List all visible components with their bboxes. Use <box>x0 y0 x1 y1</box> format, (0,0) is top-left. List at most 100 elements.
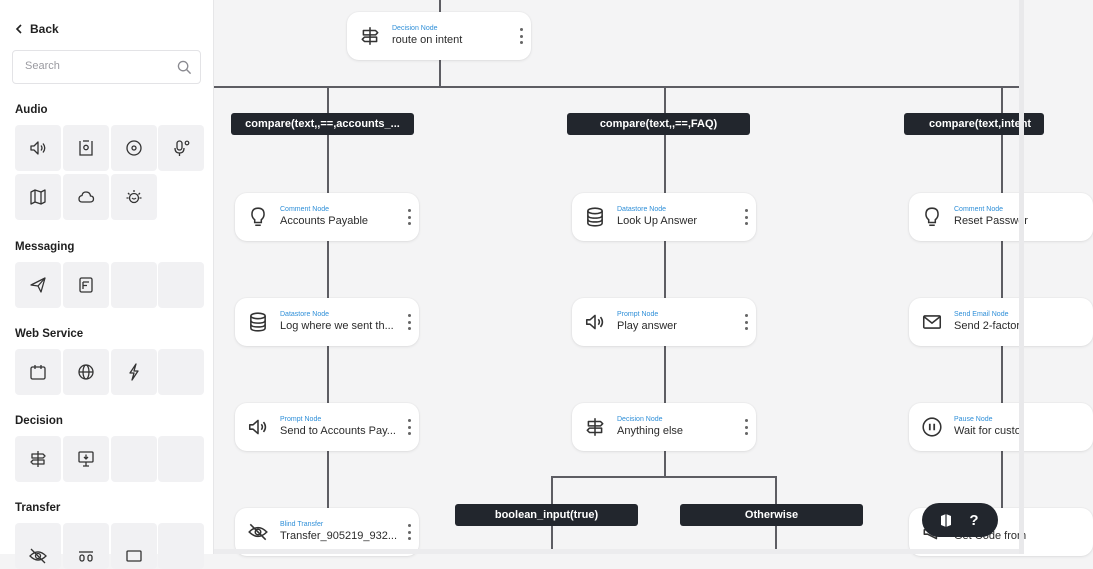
microphone-settings-icon <box>174 140 190 156</box>
edge <box>664 450 666 478</box>
back-button[interactable]: Back <box>14 20 59 38</box>
signpost-icon <box>361 27 379 45</box>
database-icon <box>587 207 603 227</box>
condition-label-accounts[interactable]: compare(text,,==,accounts_... <box>231 113 414 135</box>
flow-canvas[interactable]: compare(text,,==,accounts_... compare(te… <box>214 0 1093 556</box>
node-menu-icon[interactable] <box>405 417 413 437</box>
node-menu-icon[interactable] <box>405 312 413 332</box>
node-menu-icon[interactable] <box>405 522 413 542</box>
edge <box>775 476 777 506</box>
section-title-transfer: Transfer <box>15 502 61 514</box>
edge <box>1001 240 1003 300</box>
web-lightning-tile[interactable] <box>111 349 157 395</box>
condition-label-boolean[interactable]: boolean_input(true) <box>455 504 638 526</box>
transfer-window-tile[interactable] <box>111 523 157 569</box>
audio-record-tile[interactable] <box>63 125 109 171</box>
paper-plane-icon <box>30 277 46 293</box>
audio-map-tile[interactable] <box>15 174 61 220</box>
vertical-scrollbar[interactable] <box>1019 0 1024 554</box>
chevron-left-icon <box>15 24 22 34</box>
node-palette-sidebar: Back Audio Messaging Web Service <box>0 0 214 569</box>
transfer-blind-tile[interactable] <box>15 523 61 569</box>
edge <box>327 86 329 114</box>
node-label: Look Up Answer <box>617 215 698 227</box>
record-frame-icon <box>79 140 93 156</box>
edge <box>327 134 329 194</box>
node-label: Send to Accounts Pay... <box>280 425 396 437</box>
node-type: Prompt Node <box>280 416 322 423</box>
prompt-node-play-answer[interactable]: Prompt Node Play answer <box>572 298 756 346</box>
empty-tile <box>158 262 204 308</box>
eye-off-icon <box>29 548 47 564</box>
node-type: Prompt Node <box>617 311 659 318</box>
horizontal-scrollbar[interactable] <box>214 549 1019 554</box>
datastore-node-log[interactable]: Datastore Node Log where we sent th... <box>235 298 419 346</box>
edge <box>439 0 441 12</box>
database-icon <box>250 312 266 332</box>
audio-mic-tile[interactable] <box>158 125 204 171</box>
node-type: Datastore Node <box>280 311 330 318</box>
node-type: Blind Transfer <box>280 521 324 528</box>
node-menu-icon[interactable] <box>742 312 750 332</box>
edge <box>551 476 776 478</box>
node-type: Decision Node <box>392 25 438 32</box>
node-label: Wait for custo <box>954 425 1021 437</box>
node-menu-icon[interactable] <box>405 207 413 227</box>
node-label: Transfer_905219_932... <box>280 530 398 542</box>
prompt-node-send-to-accounts[interactable]: Prompt Node Send to Accounts Pay... <box>235 403 419 451</box>
node-label: Anything else <box>617 425 684 437</box>
section-title-messaging: Messaging <box>15 241 75 253</box>
condition-label-otherwise[interactable]: Otherwise <box>680 504 863 526</box>
messaging-send-tile[interactable] <box>15 262 61 308</box>
signpost-icon <box>586 418 604 436</box>
search-input[interactable] <box>25 60 175 72</box>
node-type: Send Email Node <box>954 311 1009 318</box>
datastore-node-look-up-answer[interactable]: Datastore Node Look Up Answer <box>572 193 756 241</box>
messaging-form-tile[interactable] <box>63 262 109 308</box>
decision-signpost-tile[interactable] <box>15 436 61 482</box>
form-icon <box>79 277 93 293</box>
signpost-icon <box>30 451 46 467</box>
condition-label-faq[interactable]: compare(text,,==,FAQ) <box>567 113 750 135</box>
blind-transfer-node[interactable]: Blind Transfer Transfer_905219_932... <box>235 508 419 556</box>
pause-node[interactable]: Pause Node Wait for custo <box>909 403 1093 451</box>
node-type: Datastore Node <box>617 206 667 213</box>
section-title-web-service: Web Service <box>15 328 84 340</box>
window-icon <box>126 550 142 562</box>
node-menu-icon[interactable] <box>742 207 750 227</box>
node-menu-icon[interactable] <box>517 26 525 46</box>
node-menu-icon[interactable] <box>742 417 750 437</box>
edge <box>327 345 329 405</box>
node-type: Decision Node <box>617 416 663 423</box>
web-calendar-tile[interactable] <box>15 349 61 395</box>
lightbulb-icon <box>925 207 939 227</box>
comment-node-accounts-payable[interactable]: Comment Node Accounts Payable <box>235 193 419 241</box>
cloud-icon <box>78 191 95 203</box>
empty-tile <box>158 436 204 482</box>
speaker-icon <box>585 314 604 330</box>
section-title-decision: Decision <box>15 415 63 427</box>
empty-tile <box>111 436 157 482</box>
edge <box>214 86 1024 88</box>
audio-ai-tile[interactable] <box>111 174 157 220</box>
transfer-conference-tile[interactable] <box>63 523 109 569</box>
book-icon[interactable] <box>937 511 955 529</box>
node-type: Comment Node <box>280 206 330 213</box>
web-globe-tile[interactable] <box>63 349 109 395</box>
audio-cloud-tile[interactable] <box>63 174 109 220</box>
help-question-button[interactable]: ? <box>969 511 979 529</box>
edge <box>1001 86 1003 114</box>
audio-disc-tile[interactable] <box>111 125 157 171</box>
condition-label-intent[interactable]: compare(text,intent <box>904 113 1044 135</box>
speaker-icon <box>248 419 267 435</box>
decision-display-tile[interactable] <box>63 436 109 482</box>
decision-node-route-on-intent[interactable]: Decision Node route on intent <box>347 12 531 60</box>
comment-node-reset-password[interactable]: Comment Node Reset Passwor <box>909 193 1093 241</box>
audio-prompt-tile[interactable] <box>15 125 61 171</box>
edge <box>1001 134 1003 194</box>
empty-tile <box>158 523 204 569</box>
search-icon[interactable] <box>177 60 192 75</box>
decision-node-anything-else[interactable]: Decision Node Anything else <box>572 403 756 451</box>
node-label: Send 2-factor <box>954 320 1021 332</box>
send-email-node[interactable]: Send Email Node Send 2-factor <box>909 298 1093 346</box>
